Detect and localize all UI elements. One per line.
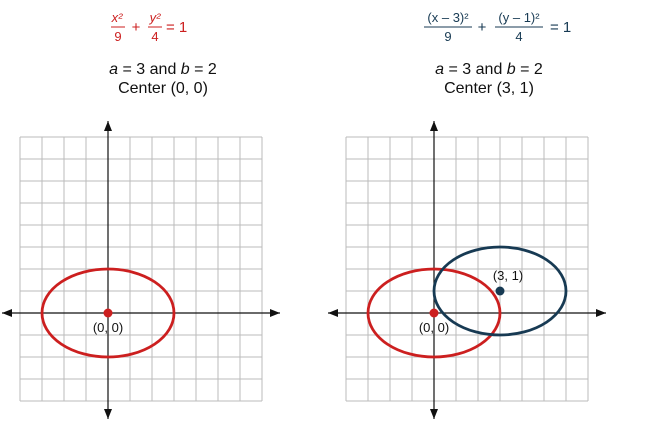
right-eq-plus: +	[478, 19, 487, 36]
right-graph: (0, 0) (3, 1)	[328, 121, 606, 419]
y-axis-arrow-up	[430, 121, 438, 131]
ellipse-0	[366, 267, 502, 359]
ellipse-0	[40, 267, 176, 359]
y-axis-arrow-down	[430, 409, 438, 419]
right-eq-term1-den: 9	[444, 29, 451, 44]
right-eq-term2-den: 4	[515, 29, 522, 44]
left-eq-term2-den: 4	[151, 29, 158, 44]
left-equation: x² 9 + y² 4 = 1	[0, 6, 326, 46]
left-a-symbol: a	[109, 61, 119, 78]
grid-lines	[345, 136, 589, 402]
point-label-0: (0, 0)	[419, 320, 449, 335]
x-axis-arrow-right	[270, 309, 280, 317]
left-b-value: = 2	[189, 61, 217, 78]
left-ab-text: a = 3 and b = 2	[0, 61, 326, 79]
center-point-0	[103, 308, 113, 318]
left-eq-term1-den: 9	[114, 29, 121, 44]
y-axis-arrow-up	[104, 121, 112, 131]
right-panel: (x – 3)² 9 + (y – 1)² 4 = 1 a = 3 and b …	[326, 0, 652, 422]
right-eq-term2-num: (y – 1)²	[498, 10, 540, 25]
left-eq-term2-num: y²	[149, 10, 162, 25]
ellipse-1	[432, 245, 568, 337]
left-eq-term1-num: x²	[111, 10, 124, 25]
right-b-value: = 2	[515, 61, 543, 78]
left-eq-equals: = 1	[166, 19, 187, 36]
grid-lines	[19, 136, 263, 402]
left-panel: x² 9 + y² 4 = 1 a = 3 and b = 2 Center (…	[0, 6, 326, 419]
right-center-text: Center (3, 1)	[444, 80, 534, 97]
left-a-value: = 3 and	[118, 61, 181, 78]
point-label-1: (3, 1)	[493, 268, 523, 283]
right-eq-equals: = 1	[550, 19, 571, 36]
center-point-1	[495, 286, 505, 296]
x-axis-arrow-right	[596, 309, 606, 317]
x-axis-arrow-left	[2, 309, 12, 317]
right-b-symbol: b	[506, 61, 516, 78]
right-eq-term1-num: (x – 3)²	[427, 10, 469, 25]
left-graph: (0, 0)	[2, 121, 280, 419]
right-a-value: = 3 and	[444, 61, 507, 78]
center-point-0	[429, 308, 439, 318]
y-axis-arrow-down	[104, 409, 112, 419]
x-axis-arrow-left	[328, 309, 338, 317]
left-center-text: Center (0, 0)	[118, 80, 208, 97]
right-ab-text: a = 3 and b = 2	[326, 61, 652, 79]
left-eq-plus: +	[132, 19, 141, 36]
point-label-0: (0, 0)	[93, 320, 123, 335]
left-b-symbol: b	[180, 61, 190, 78]
right-a-symbol: a	[435, 61, 445, 78]
right-equation: (x – 3)² 9 + (y – 1)² 4 = 1	[326, 6, 652, 46]
